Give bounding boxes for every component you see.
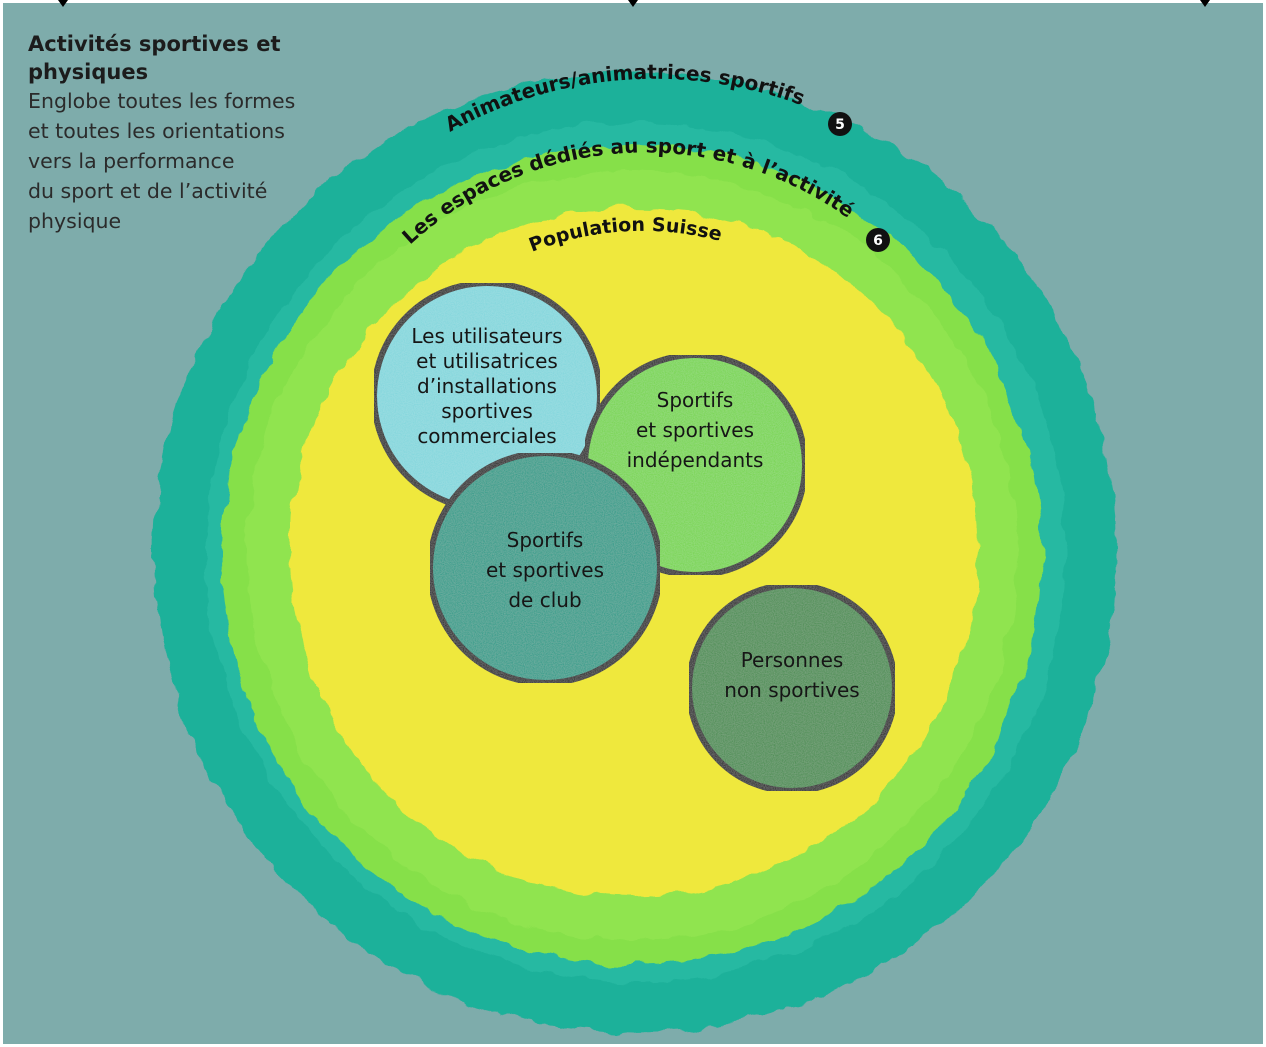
group-label-line: et sportives bbox=[636, 418, 754, 442]
group-label-line: Sportifs bbox=[507, 528, 584, 552]
group-label-line: de club bbox=[508, 588, 581, 612]
svg-text:5: 5 bbox=[835, 117, 845, 133]
middle-ring-badge: 6 bbox=[866, 228, 890, 252]
intro-description: Englobe toutes les formes et toutes les … bbox=[28, 89, 296, 233]
group-label-line: Les utilisateurs bbox=[411, 324, 562, 348]
group-disc-club bbox=[427, 450, 663, 686]
group-label-line: Personnes bbox=[741, 648, 844, 672]
group-circle-club: Sportifs et sportives de club bbox=[427, 450, 663, 686]
group-label-line: et sportives bbox=[486, 558, 604, 582]
group-label-line: sportives bbox=[441, 399, 533, 423]
intro-title: Activités sportives et physiques bbox=[28, 32, 281, 84]
group-label-line: d’installations bbox=[417, 374, 557, 398]
group-label-line: Sportifs bbox=[657, 388, 734, 412]
intro-block: Activités sportives et physiques Englobe… bbox=[28, 30, 368, 236]
group-label-line: et utilisatrices bbox=[416, 349, 558, 373]
group-label-line: commerciales bbox=[417, 424, 556, 448]
group-circle-non-sport: Personnes non sportives bbox=[686, 582, 898, 794]
crop-mark bbox=[1200, 0, 1210, 7]
crop-mark bbox=[628, 0, 638, 7]
group-label-line: indépendants bbox=[627, 448, 764, 472]
outer-ring-badge: 5 bbox=[828, 112, 852, 136]
group-label-line: non sportives bbox=[724, 678, 859, 702]
svg-text:6: 6 bbox=[873, 233, 883, 249]
crop-mark bbox=[58, 0, 68, 7]
group-disc-non-sport bbox=[686, 582, 898, 794]
